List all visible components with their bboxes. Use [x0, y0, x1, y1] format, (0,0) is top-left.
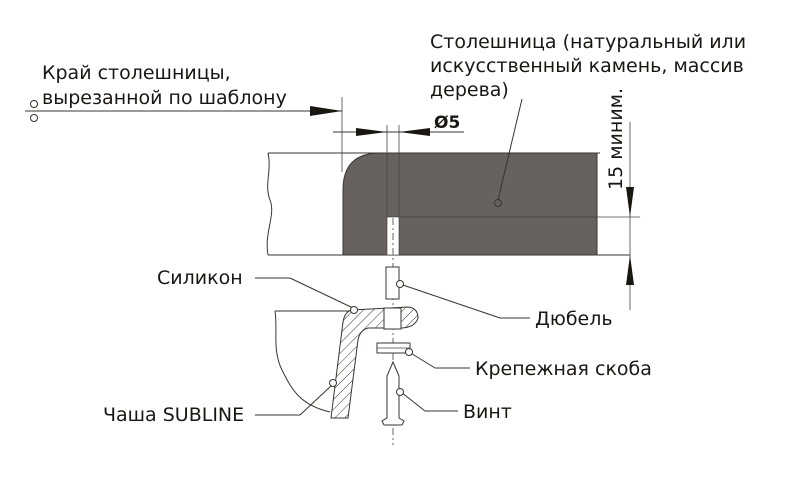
bowl-hole: [383, 307, 402, 330]
edge-label-line1: Край столешницы,: [42, 62, 231, 84]
dowel-marker: [396, 280, 404, 288]
bowl-leader: [299, 384, 333, 416]
diameter-arrow-right: [399, 128, 430, 136]
countertop-leader: [497, 98, 523, 201]
dowel-label: Дюбель: [535, 308, 613, 330]
countertop-label-line3: дерева): [430, 79, 509, 101]
countertop-label-line2: искусственный камень, массив: [430, 55, 744, 77]
screw-label: Винт: [463, 401, 512, 423]
bowl-marker: [329, 379, 337, 387]
countertop-body: [342, 152, 598, 256]
depth-arrow-bottom: [626, 255, 634, 285]
dowel-leader: [399, 283, 501, 319]
diameter-arrow-left: [356, 128, 387, 136]
silicone-leader: [289, 277, 354, 309]
bowl-section: [330, 306, 419, 419]
countertop-marker: [494, 199, 502, 207]
depth-arrow-top: [626, 187, 634, 217]
edge-arrow: [310, 106, 342, 116]
screw-marker: [396, 388, 404, 396]
bowl-outline: [274, 310, 350, 413]
countertop-label-line1: Столешница (натуральный или: [430, 31, 746, 53]
bracket-marker: [405, 348, 413, 356]
screw-leader: [400, 391, 426, 412]
bracket-label: Крепежная скоба: [475, 358, 652, 380]
silicone-marker: [350, 306, 358, 314]
diameter-label: Ø5: [434, 113, 460, 133]
screw: [381, 360, 405, 426]
edge-marker-top: [30, 100, 38, 108]
edge-marker-bottom: [30, 114, 38, 122]
bowl-label: Чаша SUBLINE: [103, 404, 244, 426]
bracket-leader: [408, 351, 436, 369]
min-depth-label: 15 миним.: [605, 88, 627, 190]
silicone-label: Силикон: [157, 267, 243, 289]
edge-label-line2: вырезанной по шаблону: [42, 87, 287, 109]
